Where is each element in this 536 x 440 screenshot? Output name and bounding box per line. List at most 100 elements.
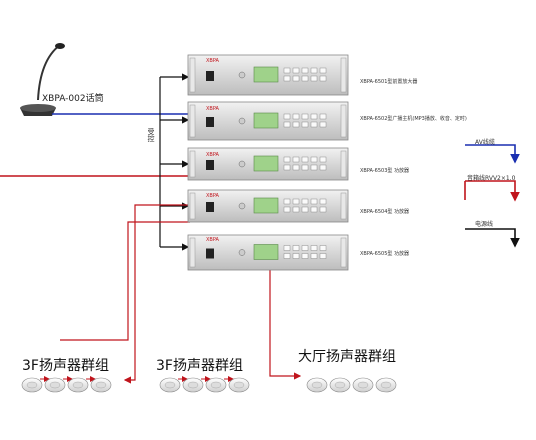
control-label: 受控 xyxy=(147,128,155,142)
front-button xyxy=(292,253,300,259)
knob xyxy=(238,71,246,79)
front-button xyxy=(310,198,318,205)
lcd-display xyxy=(253,66,279,83)
rack-handle xyxy=(340,192,347,220)
front-button xyxy=(292,75,300,82)
rack-handle xyxy=(340,57,347,93)
rack-device-1 xyxy=(187,54,349,96)
front-button xyxy=(319,253,327,259)
front-button xyxy=(283,206,291,213)
front-button xyxy=(292,67,300,74)
lcd-display xyxy=(253,155,279,172)
ceiling-speaker xyxy=(352,377,374,393)
front-button xyxy=(292,164,300,171)
front-button xyxy=(301,206,309,213)
lcd-display xyxy=(253,112,279,129)
front-button xyxy=(301,245,309,251)
zone-1-label: 3F扬声器群组 xyxy=(22,358,109,374)
front-button xyxy=(319,67,327,74)
front-button xyxy=(301,113,309,120)
ceiling-speaker xyxy=(67,377,89,393)
mic-label: XBPA-002话筒 xyxy=(42,94,104,104)
front-button xyxy=(292,206,300,213)
rack-handle xyxy=(189,150,196,178)
front-button xyxy=(283,113,291,120)
legend-power-label: 电源线 xyxy=(475,221,494,228)
knob xyxy=(238,117,246,125)
rack-handle xyxy=(340,237,347,268)
ceiling-speaker xyxy=(182,377,204,393)
rack-handle xyxy=(340,150,347,178)
lcd-display xyxy=(253,197,279,214)
front-button xyxy=(310,67,318,74)
mic-head xyxy=(55,43,65,49)
front-button xyxy=(319,206,327,213)
power-switch xyxy=(206,202,214,212)
front-button xyxy=(310,253,318,259)
front-button xyxy=(301,198,309,205)
front-button xyxy=(301,121,309,128)
legend-av-line xyxy=(465,144,520,164)
microphone xyxy=(20,43,65,116)
knob xyxy=(238,160,246,168)
front-button xyxy=(283,121,291,128)
front-button xyxy=(292,156,300,163)
front-button xyxy=(310,75,318,82)
front-button xyxy=(310,245,318,251)
zone-2-label: 3F扬声器群组 xyxy=(156,358,243,374)
front-button xyxy=(301,156,309,163)
device-2-brand: XBPA xyxy=(206,106,219,112)
front-button xyxy=(283,75,291,82)
ceiling-speaker xyxy=(205,377,227,393)
front-button xyxy=(319,164,327,171)
ceiling-speaker xyxy=(228,377,250,393)
front-button xyxy=(319,156,327,163)
rack-handle xyxy=(189,192,196,220)
front-button xyxy=(310,164,318,171)
rack-device-3 xyxy=(187,147,349,181)
front-button xyxy=(301,253,309,259)
front-button xyxy=(292,198,300,205)
power-switch xyxy=(206,160,214,170)
ceiling-speaker xyxy=(44,377,66,393)
speaker-line-a xyxy=(123,204,190,384)
front-button xyxy=(301,75,309,82)
front-button xyxy=(319,121,327,128)
device-3-brand: XBPA xyxy=(206,152,219,158)
knob xyxy=(238,202,246,210)
front-button xyxy=(319,245,327,251)
front-button xyxy=(292,245,300,251)
rack-handle xyxy=(189,237,196,268)
rack-handle xyxy=(189,57,196,93)
legend-speaker-label: 音箱线RVV2×1.0 xyxy=(467,175,516,182)
front-button xyxy=(310,206,318,213)
front-button xyxy=(292,113,300,120)
speaker-line-b xyxy=(60,221,190,341)
device-4-brand: XBPA xyxy=(206,193,219,199)
rack-device-4 xyxy=(187,189,349,223)
device-5-brand: XBPA xyxy=(206,237,219,243)
front-button xyxy=(283,67,291,74)
lcd-display xyxy=(253,244,279,260)
front-button xyxy=(283,164,291,171)
knob xyxy=(238,249,246,256)
power-switch xyxy=(206,71,214,81)
front-button xyxy=(310,113,318,120)
legend-av-label: AV线缆 xyxy=(475,139,495,146)
front-button xyxy=(310,121,318,128)
front-button xyxy=(283,156,291,163)
device-4-label: XBPA-6504型 功放器 xyxy=(360,209,409,215)
ceiling-speaker xyxy=(159,377,181,393)
legend xyxy=(464,144,520,248)
power-switch xyxy=(206,248,214,259)
front-button xyxy=(319,198,327,205)
device-1-brand: XBPA xyxy=(206,58,219,64)
device-5-label: XBPA-6505型 功放器 xyxy=(360,251,409,257)
rack-handle xyxy=(340,104,347,138)
ceiling-speaker xyxy=(21,377,43,393)
front-button xyxy=(283,253,291,259)
rack-handle xyxy=(189,104,196,138)
front-button xyxy=(292,121,300,128)
front-button xyxy=(319,113,327,120)
